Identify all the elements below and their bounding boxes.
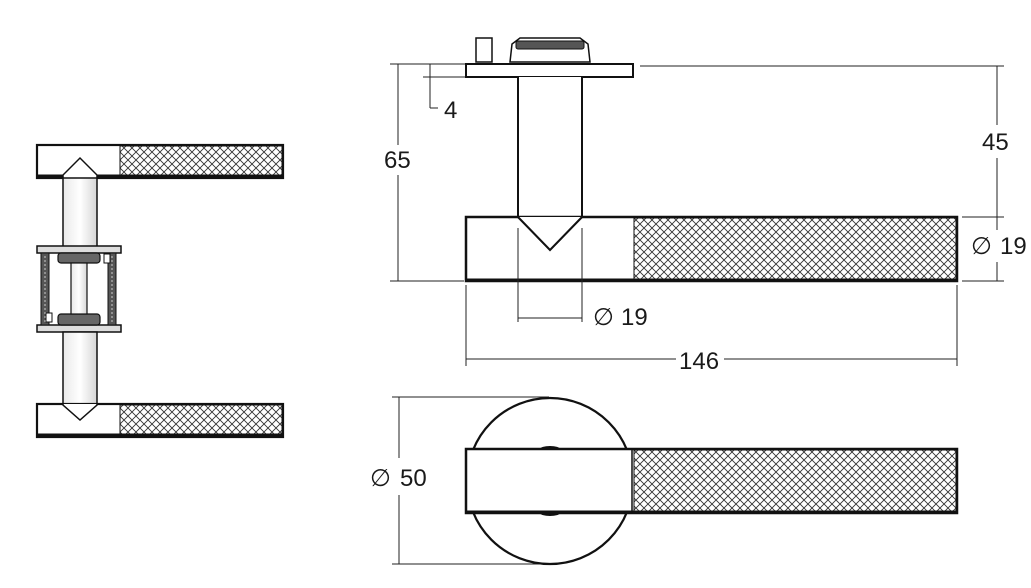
diameter-symbol-spindle: ∅ xyxy=(593,304,614,331)
dim-rose-diameter: 50 xyxy=(400,465,427,492)
dim-lever-length: 146 xyxy=(679,348,719,375)
dimension-labels: 65 4 45 ∅ 19 ∅ 19 146 ∅ 50 xyxy=(370,97,1027,492)
lower-lever xyxy=(35,331,285,439)
rose-mechanism xyxy=(36,245,122,333)
upper-lever xyxy=(35,143,285,249)
rose-plate xyxy=(465,37,634,78)
dim-plate-thickness: 4 xyxy=(444,97,457,124)
dim-lever-diameter: 19 xyxy=(1000,233,1027,260)
dim-overall-height: 65 xyxy=(384,147,411,174)
lever-top-view xyxy=(464,396,959,566)
diameter-symbol-lever: ∅ xyxy=(971,233,992,260)
dimension-lines xyxy=(390,63,1004,565)
lever-front-view xyxy=(464,37,959,322)
diameter-symbol-rose: ∅ xyxy=(370,465,391,492)
dim-lever-rise: 45 xyxy=(982,129,1009,156)
lever-grip xyxy=(464,215,959,322)
dim-spindle-diameter: 19 xyxy=(621,304,648,331)
assembly-side-view xyxy=(35,143,285,439)
